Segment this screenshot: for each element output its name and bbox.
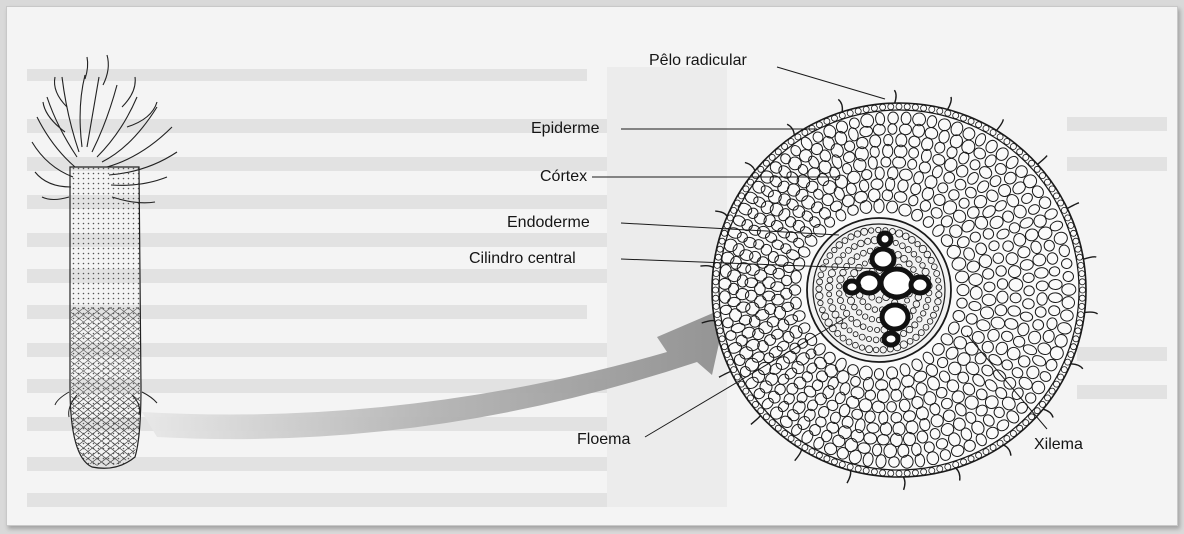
label-cortex: Córtex [540,168,588,185]
root-anatomy-illustration [27,54,1167,507]
root-hairs [31,54,178,204]
leader-lines [592,66,1048,438]
section-root-hairs [700,89,1099,491]
label-cilindro-central: Cilindro central [469,250,576,267]
label-pelo-radicular: Pêlo radicular [649,52,747,69]
root-cross-section [700,89,1099,491]
xylem-vessels [842,230,932,348]
label-endoderme: Endoderme [507,214,590,231]
root-longitudinal-view [31,54,178,469]
diagram-frame: Pêlo radicular Epiderme Córtex Endoderme… [6,6,1178,526]
label-floema: Floema [577,431,631,448]
magnification-arrow [142,307,727,440]
label-xilema: Xilema [1034,436,1083,453]
label-epiderme: Epiderme [531,120,600,137]
faded-background-text [27,67,1167,507]
